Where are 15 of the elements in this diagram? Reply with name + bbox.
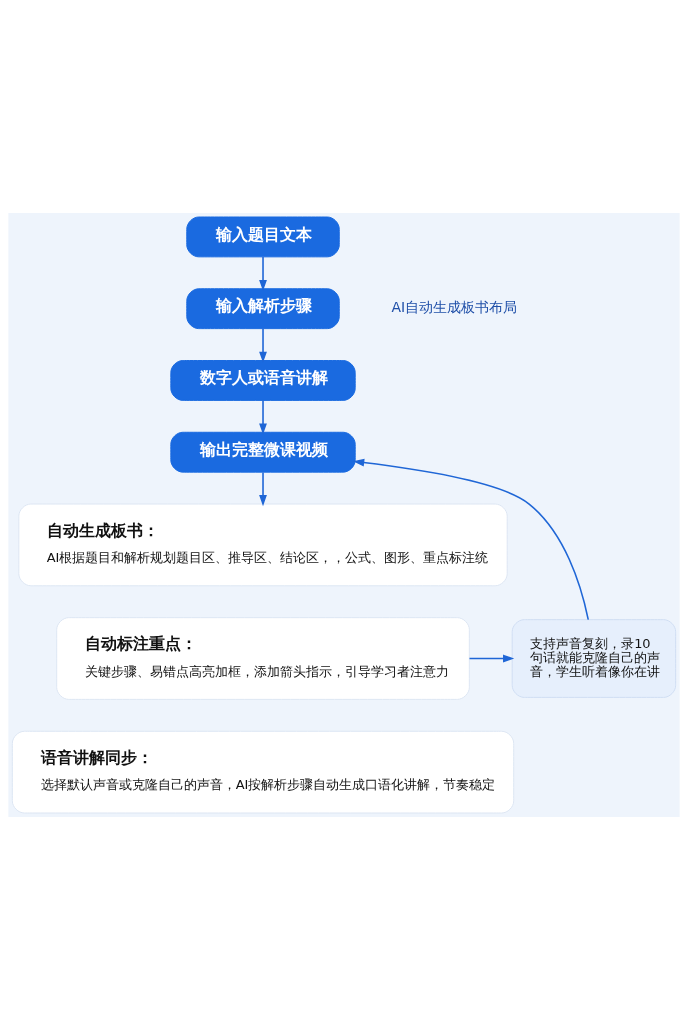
arrow: [468, 654, 515, 663]
label: AI自动生成板书布局: [391, 299, 518, 316]
node-box: 数字人或语音讲解: [170, 360, 356, 401]
arrow: [259, 256, 267, 292]
node-box: 自动标注重点： 关键步骤、易错点高亮加框，添加箭头指示，引导学习者注意力: [56, 617, 470, 700]
node-box: 语音讲解同步： 选择默认声音或克隆自己的声音，AI按解析步骤自动生成口语化讲解，节奏稳定: [11, 730, 515, 814]
node-box: 输出完整微课视频: [170, 431, 356, 473]
node-box: 支持声音复刻，录10句话就能克隆自己的声音，学生听着像你在讲: [511, 619, 677, 698]
arrow: [353, 458, 590, 621]
arrow: [259, 327, 267, 363]
arrow: [259, 399, 267, 435]
node-box: 输入解析步骤: [186, 288, 340, 330]
node-box: 输入题目文本: [186, 216, 340, 258]
node-box: 自动生成板书： AI根据题目和解析规划题目区、推导区、结论区，，公式、图形、重点标注统: [18, 503, 508, 587]
arrow: [259, 471, 267, 507]
